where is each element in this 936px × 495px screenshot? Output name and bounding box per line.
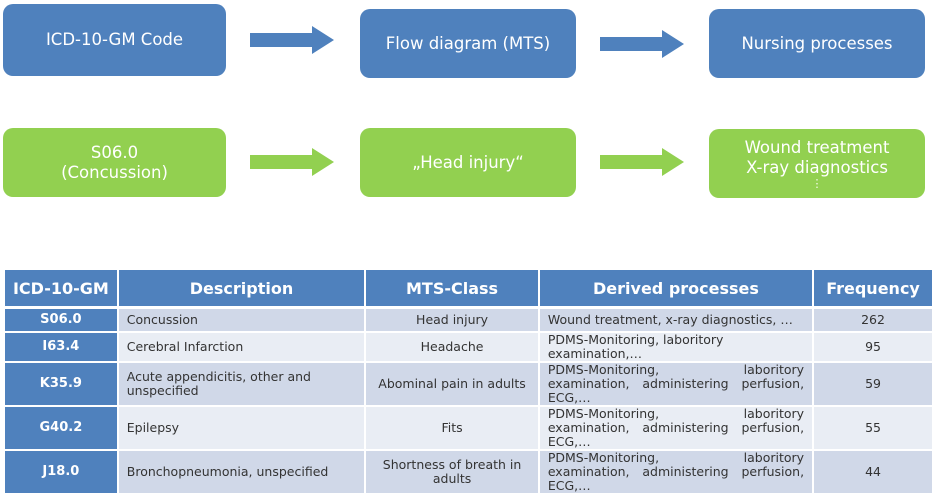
example-code: S06.0 xyxy=(90,142,139,162)
example-processes-box: Wound treatment X-ray diagnostics ⋮ xyxy=(709,129,925,198)
example-code-box: S06.0 (Concussion) xyxy=(3,128,226,197)
flow-diagram-box: Flow diagram (MTS) xyxy=(360,9,576,78)
cell-mts: Headache xyxy=(366,333,538,363)
cell-mts: Fits xyxy=(366,407,538,451)
example-process-2: X-ray diagnostics xyxy=(746,157,888,177)
header-icd: ICD-10-GM xyxy=(5,270,117,309)
right-arrow-icon xyxy=(600,30,684,58)
nursing-processes-box: Nursing processes xyxy=(709,9,925,78)
cell-code: S06.0 xyxy=(5,309,117,333)
cell-mts: Abominal pain in adults xyxy=(366,363,538,407)
header-frequency: Frequency xyxy=(814,270,932,309)
cell-description: Concussion xyxy=(118,309,365,333)
cell-description: Acute appendicitis, other and unspecifie… xyxy=(118,363,365,407)
cell-mts: Head injury xyxy=(366,309,538,333)
header-mts-class: MTS-Class xyxy=(366,270,538,309)
header-description: Description xyxy=(118,270,365,309)
right-arrow-icon xyxy=(250,26,334,54)
cell-code: G40.2 xyxy=(5,407,117,451)
table-header-row: ICD-10-GM Description MTS-Class Derived … xyxy=(5,270,932,309)
cell-processes: PDMS-Monitoring, laboritory examination,… xyxy=(539,333,813,363)
cell-description: Epilepsy xyxy=(118,407,365,451)
cell-processes: PDMS-Monitoring, laboritory examination,… xyxy=(539,363,813,407)
icd-code-box: ICD-10-GM Code xyxy=(3,4,226,76)
cell-processes: Wound treatment, x-ray diagnostics, … xyxy=(539,309,813,333)
example-process-1: Wound treatment xyxy=(744,137,890,157)
cell-frequency: 59 xyxy=(814,363,932,407)
cell-description: Cerebral Infarction xyxy=(118,333,365,363)
example-mts-box: „Head injury“ xyxy=(360,128,576,197)
example-mts-label: „Head injury“ xyxy=(412,152,524,172)
table-row: K35.9 Acute appendicitis, other and unsp… xyxy=(5,363,932,407)
cell-frequency: 55 xyxy=(814,407,932,451)
flow-diagram-box-label: Flow diagram (MTS) xyxy=(385,33,551,53)
nursing-processes-box-label: Nursing processes xyxy=(741,33,893,53)
cell-processes: PDMS-Monitoring, laboritory examination,… xyxy=(539,407,813,451)
table-row: S06.0 Concussion Head injury Wound treat… xyxy=(5,309,932,333)
table-row: I63.4 Cerebral Infarction Headache PDMS-… xyxy=(5,333,932,363)
cell-frequency: 262 xyxy=(814,309,932,333)
icd-table: ICD-10-GM Description MTS-Class Derived … xyxy=(3,270,934,495)
cell-code: I63.4 xyxy=(5,333,117,363)
example-code-description: (Concussion) xyxy=(61,162,168,182)
cell-code: K35.9 xyxy=(5,363,117,407)
icd-code-box-label: ICD-10-GM Code xyxy=(45,30,184,49)
cell-frequency: 95 xyxy=(814,333,932,363)
header-derived-processes: Derived processes xyxy=(539,270,813,309)
table-row: G40.2 Epilepsy Fits PDMS-Monitoring, lab… xyxy=(5,407,932,451)
ellipsis-icon: ⋮ xyxy=(811,176,823,190)
right-arrow-icon xyxy=(250,148,334,176)
right-arrow-icon xyxy=(600,148,684,176)
